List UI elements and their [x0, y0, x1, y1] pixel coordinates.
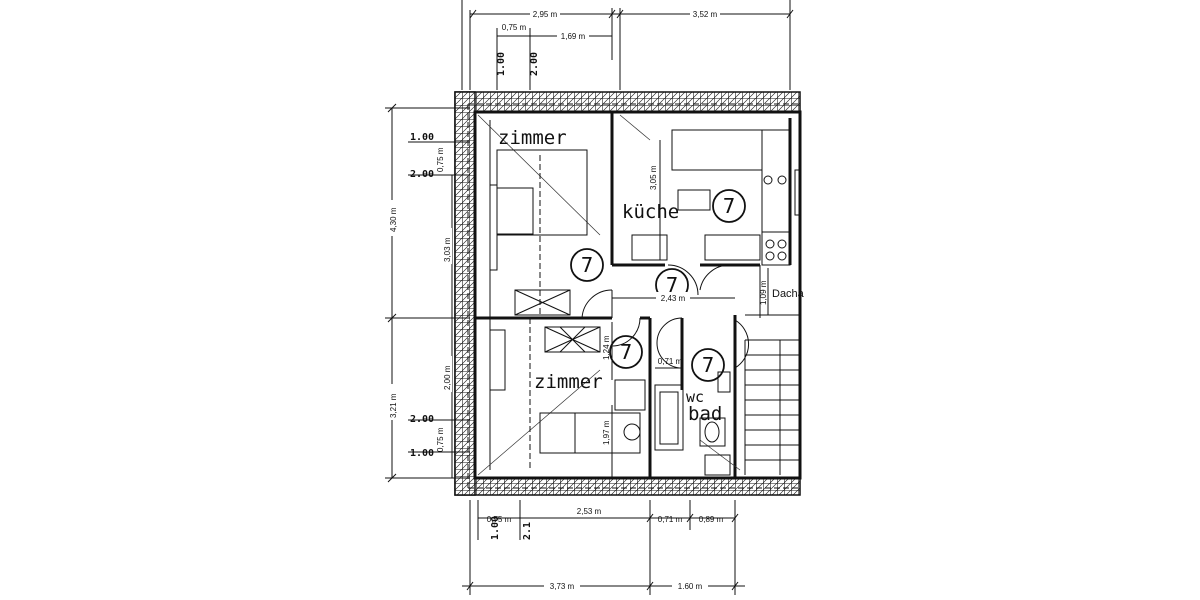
bed-top [489, 149, 588, 316]
dimension-lines-top [461, 0, 794, 90]
room-label-zimmer-top: zimmer [498, 127, 567, 149]
dim-bedroom-124: 1,24 m [602, 335, 611, 360]
dim-left-200-upper: 2.00 [410, 169, 434, 180]
room-label-wc: wc [686, 388, 704, 406]
dim-bottom-253: 2,53 m [577, 507, 602, 516]
dim-left-100-lower: 1.00 [410, 448, 434, 459]
bath-fixtures [654, 371, 731, 476]
dim-bottom-075: 0,75 m [487, 515, 512, 524]
svg-text:7: 7 [581, 253, 594, 277]
dim-left-100-upper: 1.00 [410, 132, 434, 143]
dim-bottom-total-left: 3,73 m [550, 582, 575, 591]
room-label-kueche: küche [622, 201, 679, 223]
room-label-zimmer-bottom: zimmer [534, 371, 603, 393]
dim-bottom-total-right: 1.60 m [678, 582, 703, 591]
svg-text:7: 7 [620, 340, 633, 364]
dim-bottom-vert-b: 2.1 [522, 522, 533, 540]
dim-kitchen-depth: 3,05 m [649, 165, 658, 190]
kitchen-counter [631, 129, 801, 266]
dim-bottom-089: 0,89 m [699, 515, 724, 524]
svg-text:7: 7 [723, 194, 736, 218]
dim-left-075-lower: 0,75 m [436, 427, 445, 452]
dim-bottom-071: 0,71 m [658, 515, 683, 524]
room-marker-kueche: 7 [712, 189, 746, 223]
dim-left-075-upper: 0,75 m [436, 147, 445, 172]
dim-bottom-vert-a: 1.00 [490, 516, 501, 540]
outer-wall-hatched [454, 91, 801, 496]
dimension-lines-bottom [462, 500, 745, 595]
room-label-bad: bad [688, 403, 722, 425]
svg-text:7: 7 [702, 353, 715, 377]
dim-top-left-width: 2,95 m [533, 10, 558, 19]
dim-top-small-a: 0,75 m [502, 23, 527, 32]
dim-left-total-upper: 4,30 m [389, 207, 398, 232]
dim-left-200-lower: 2.00 [410, 414, 434, 425]
dim-left-303: 3,03 m [443, 237, 452, 262]
dim-top-small-b: 1,69 m [561, 32, 586, 41]
bed-bottom [489, 326, 646, 454]
dim-top-vert-b: 2.00 [529, 52, 540, 76]
room-marker-zimmer-bottom: 7 [609, 335, 643, 369]
dim-top-vert-a: 1.00 [496, 52, 507, 76]
dim-top-right-width: 3,52 m [693, 10, 718, 19]
svg-text:7: 7 [666, 273, 679, 297]
dim-wc-width: 0,71 m [658, 357, 683, 366]
dim-left-total-lower: 3,21 m [389, 393, 398, 418]
dim-hall-width: 2,43 m [661, 294, 686, 303]
stairs [744, 339, 800, 475]
room-label-dach: Dacha [772, 288, 805, 300]
dim-left-200-mid: 2,00 m [443, 365, 452, 390]
room-marker-bad: 7 [691, 348, 725, 382]
roof-slope-lines [477, 114, 741, 476]
dim-dach-height: 1,09 m [759, 280, 768, 305]
room-marker-zimmer-top: 7 [570, 248, 604, 282]
dim-bedroom-197: 1,97 m [602, 420, 611, 445]
